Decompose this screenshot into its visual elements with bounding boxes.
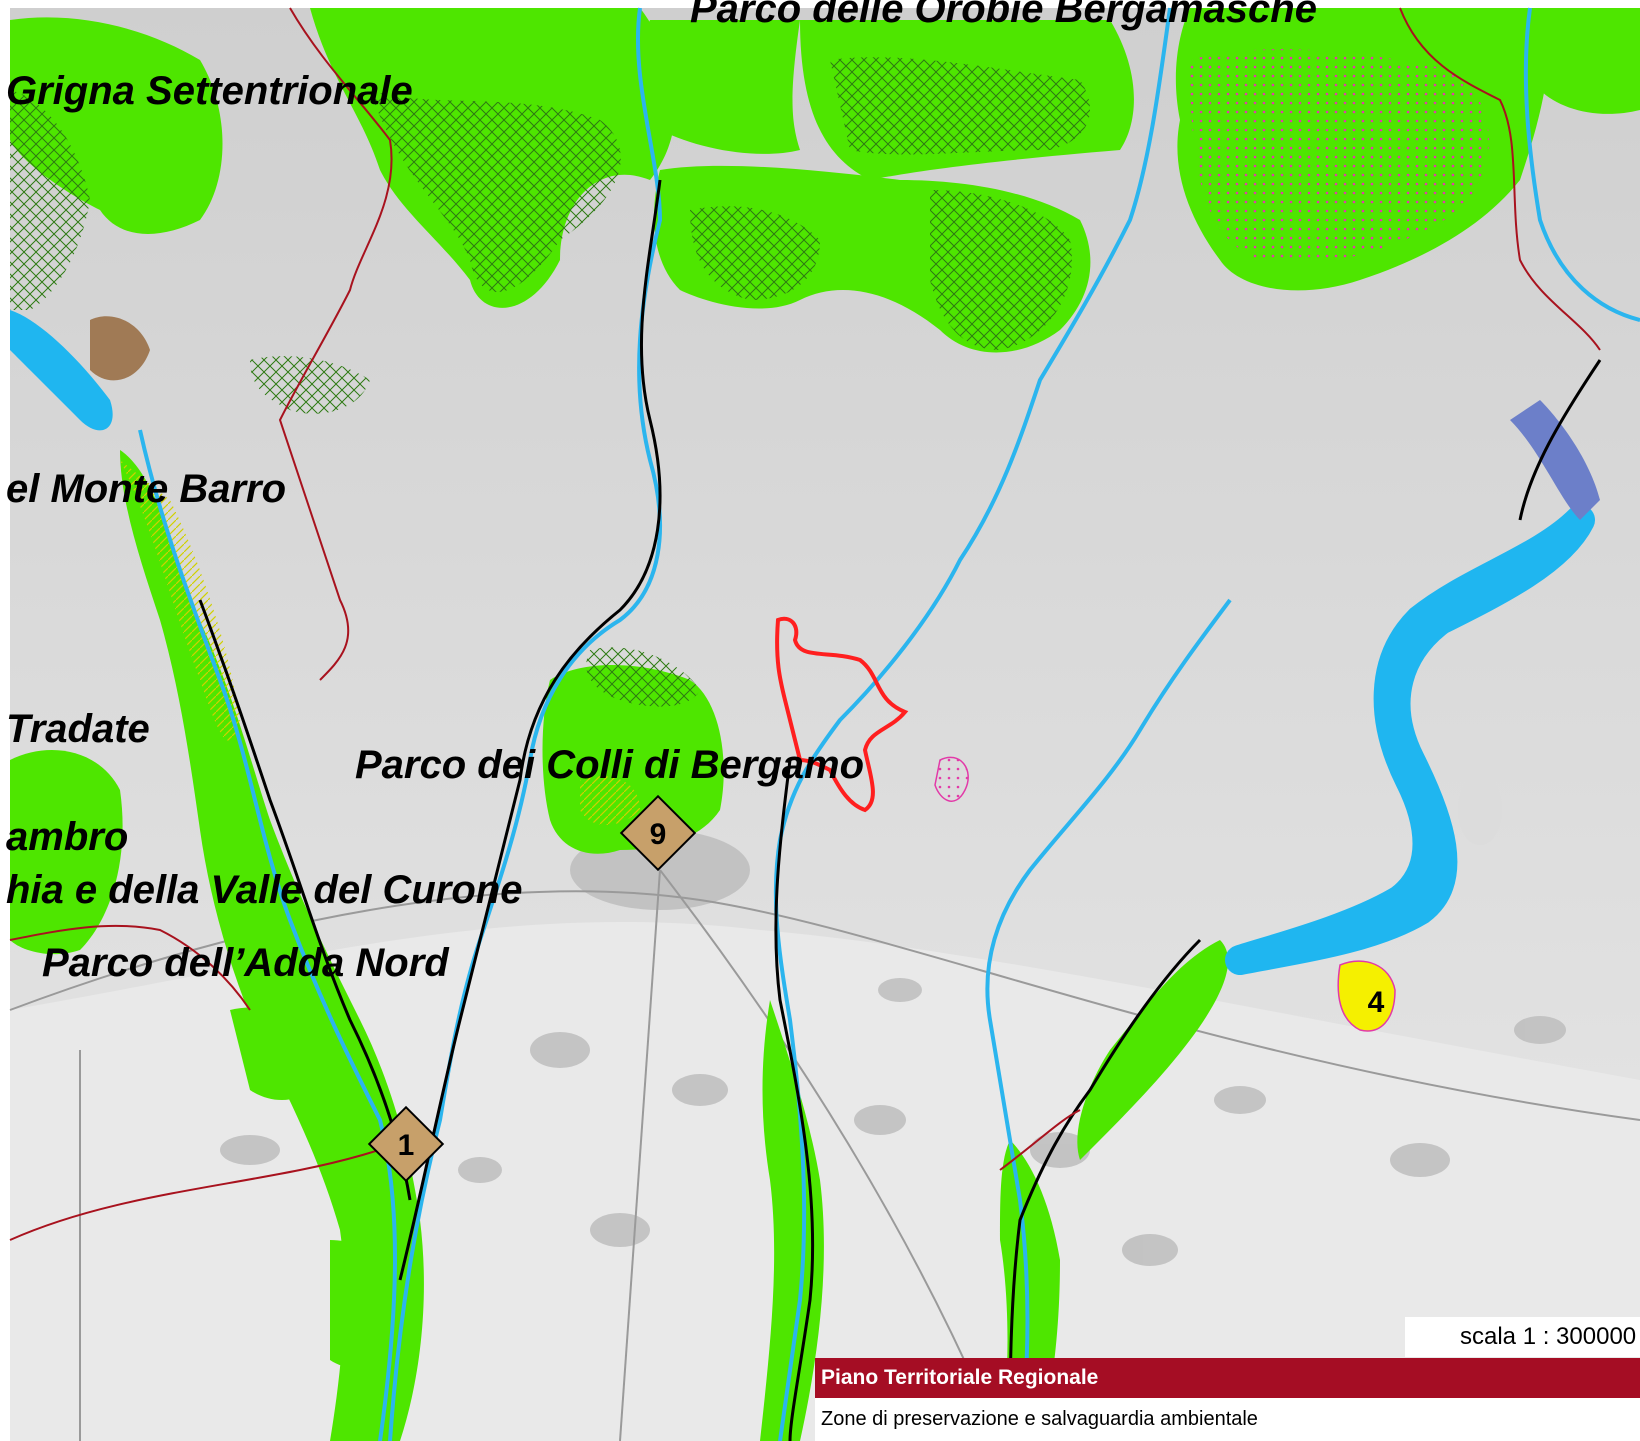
marker-1[interactable]: 1 bbox=[367, 1105, 445, 1183]
urban-areas bbox=[220, 830, 1566, 1266]
park-grigna bbox=[10, 17, 370, 414]
legend-title: Piano Territoriale Regionale bbox=[815, 1358, 1640, 1398]
label-curone: hia e della Valle del Curone bbox=[6, 868, 522, 912]
svg-text:9: 9 bbox=[650, 818, 667, 851]
label-monte-barro: el Monte Barro bbox=[6, 467, 286, 511]
highlighted-municipality bbox=[775, 616, 909, 813]
rivers bbox=[138, 7, 1640, 1441]
label-lambro: ambro bbox=[6, 815, 128, 859]
lake-iseo-north bbox=[1510, 400, 1600, 520]
park-orobie bbox=[310, 8, 1640, 353]
province-boundaries bbox=[9, 7, 1601, 1241]
legend-subtitle: Zone di preservazione e salvaguardia amb… bbox=[815, 1398, 1640, 1441]
marker-9[interactable]: 9 bbox=[619, 794, 697, 872]
monte-isola bbox=[1458, 775, 1502, 845]
label-grigna: Grigna Settentrionale bbox=[6, 69, 413, 113]
scale-indicator: scala 1 : 300000 bbox=[1405, 1317, 1640, 1357]
adda-hatch bbox=[120, 460, 240, 741]
svg-text:4: 4 bbox=[1368, 986, 1385, 1019]
lake-iseo bbox=[1225, 505, 1595, 975]
label-colli-bergamo: Parco dei Colli di Bergamo bbox=[355, 743, 864, 787]
park-colli-bergamo bbox=[542, 647, 724, 854]
network-lines bbox=[198, 179, 1602, 1441]
label-orobie: Parco delle Orobie Bergamasche bbox=[690, 0, 1317, 31]
svg-text:1: 1 bbox=[398, 1129, 415, 1162]
marker-4[interactable]: 4 bbox=[1368, 986, 1385, 1019]
pink-site bbox=[934, 756, 969, 802]
lake-lecco bbox=[10, 310, 113, 431]
label-adda-nord: Parco dell’Adda Nord bbox=[42, 941, 450, 985]
label-tradate: Tradate bbox=[6, 707, 150, 751]
yellow-site bbox=[1337, 960, 1396, 1032]
